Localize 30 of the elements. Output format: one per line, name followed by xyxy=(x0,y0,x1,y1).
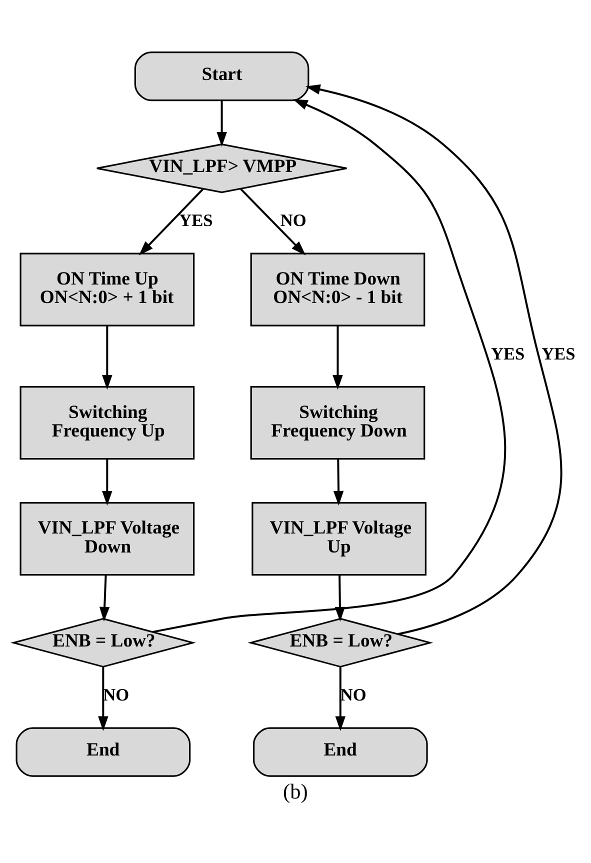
node-diamond: ENB = Low? xyxy=(248,618,434,668)
arrow xyxy=(138,188,204,256)
edge-label: YES xyxy=(542,344,576,364)
arrow xyxy=(152,99,506,633)
arrow xyxy=(333,459,344,506)
arrow xyxy=(102,326,112,390)
node-box: End xyxy=(16,727,191,777)
arrow xyxy=(305,84,562,636)
node-box: VIN_LPF Voltage Up xyxy=(252,502,426,576)
arrow xyxy=(335,667,346,731)
node-box: VIN_LPF Voltage Down xyxy=(20,502,195,576)
caption: (b) xyxy=(283,779,308,804)
edge-label: NO xyxy=(103,686,130,705)
node-box: Switching Frequency Down xyxy=(250,386,426,460)
edge-label: YES xyxy=(491,344,525,364)
arrow xyxy=(216,100,227,147)
arrow xyxy=(98,667,108,731)
node-box: ON Time Up ON<N:0> + 1 bit xyxy=(20,252,195,326)
arrow xyxy=(102,459,112,506)
node-diamond: VIN_LPF> VMPP xyxy=(96,143,348,194)
node-box: ON Time Down ON<N:0> - 1 bit xyxy=(250,252,426,326)
node-box: Switching Frequency Up xyxy=(20,386,195,460)
node-box: End xyxy=(252,727,428,777)
arrow xyxy=(332,326,343,390)
edge-label: NO xyxy=(280,211,306,230)
arrow xyxy=(99,574,110,622)
node-box: Start xyxy=(134,52,310,102)
node-diamond: ENB = Low? xyxy=(10,618,196,668)
arrow xyxy=(240,188,306,256)
edge-label: YES xyxy=(179,211,213,230)
